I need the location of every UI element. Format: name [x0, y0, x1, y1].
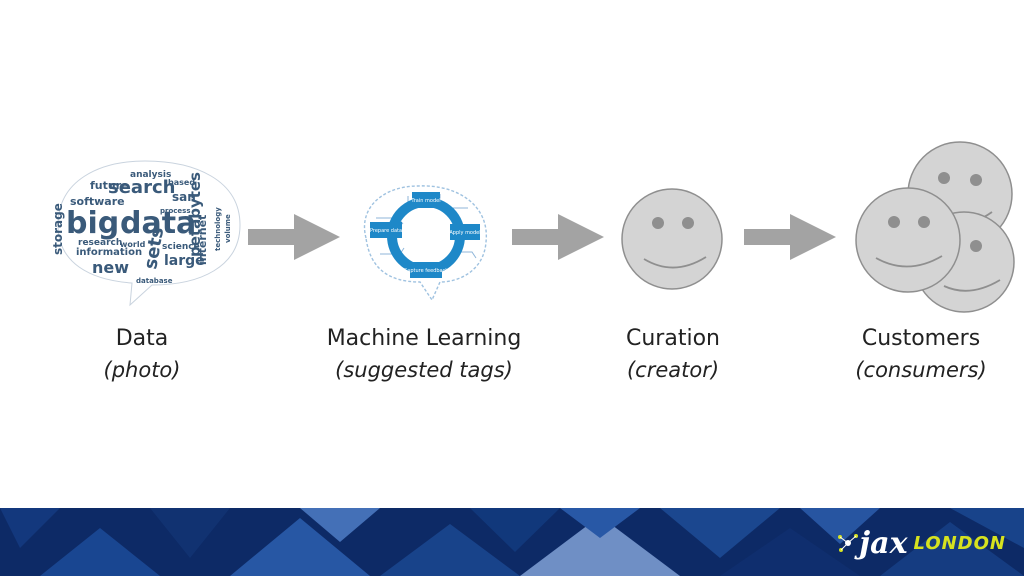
- step-title: Curation: [626, 326, 720, 351]
- cloud-word: process: [160, 207, 191, 215]
- footer-banner: [0, 508, 1024, 576]
- cloud-word: research: [78, 238, 122, 248]
- cloud-word: petabytes: [186, 172, 204, 257]
- logo-city-text: LONDON: [913, 532, 1006, 554]
- cloud-word: new: [92, 258, 129, 277]
- flow-arrow-icon: [248, 214, 340, 260]
- step-label-machine-learning: Machine Learning (suggested tags): [304, 324, 544, 386]
- cloud-word: analysis: [130, 170, 171, 180]
- cloud-word: search: [108, 177, 175, 198]
- cloud-word: future: [90, 179, 129, 192]
- step-subtitle: (suggested tags): [335, 358, 513, 382]
- logo-brand-text: jax: [859, 525, 908, 561]
- step-title: Customers: [861, 326, 981, 351]
- jax-network-icon: [838, 534, 859, 552]
- cloud-word: technology: [214, 207, 222, 251]
- ml-cycle-label: Train model: [410, 198, 440, 204]
- cloud-word: software: [70, 195, 125, 208]
- flow-arrow-icon: [512, 214, 604, 260]
- step-title: Machine Learning: [326, 326, 522, 351]
- cloud-word: database: [136, 277, 173, 285]
- cloud-word: data: [120, 206, 196, 241]
- step-label-curation: Curation (creator): [598, 324, 748, 386]
- big-data-word-cloud-icon: analysis future search software based sa…: [51, 160, 241, 307]
- cloud-word: big: [66, 206, 119, 241]
- cloud-word: volume: [224, 214, 232, 243]
- step-subtitle: (creator): [626, 358, 720, 382]
- step-subtitle: (consumers): [855, 358, 987, 382]
- flow-arrow-icon: [744, 214, 836, 260]
- cloud-word: science: [162, 242, 200, 252]
- cloud-word: based: [168, 178, 195, 187]
- jax-london-logo: jax LONDON: [837, 525, 1006, 561]
- cloud-word: storage: [51, 203, 65, 255]
- step-label-data: Data (photo): [72, 324, 212, 386]
- ml-cycle-label: Prepare data: [370, 228, 402, 234]
- machine-learning-brain-icon: Train model Apply model Capture feedback…: [363, 185, 487, 302]
- curator-smiley-face-icon: [621, 188, 723, 290]
- customers-smiley-faces-icon: [855, 141, 1015, 313]
- ml-cycle-label: Capture feedback: [404, 268, 449, 274]
- step-subtitle: (photo): [103, 358, 181, 382]
- ml-cycle-label: Apply model: [449, 230, 480, 236]
- cloud-word: internet: [196, 215, 209, 265]
- step-label-customers: Customers (consumers): [836, 324, 1006, 386]
- step-title: Data: [115, 326, 169, 351]
- cloud-word: san: [172, 190, 196, 204]
- cloud-word: information: [76, 247, 142, 258]
- cloud-word: large: [164, 253, 205, 269]
- cloud-word: world: [120, 240, 146, 249]
